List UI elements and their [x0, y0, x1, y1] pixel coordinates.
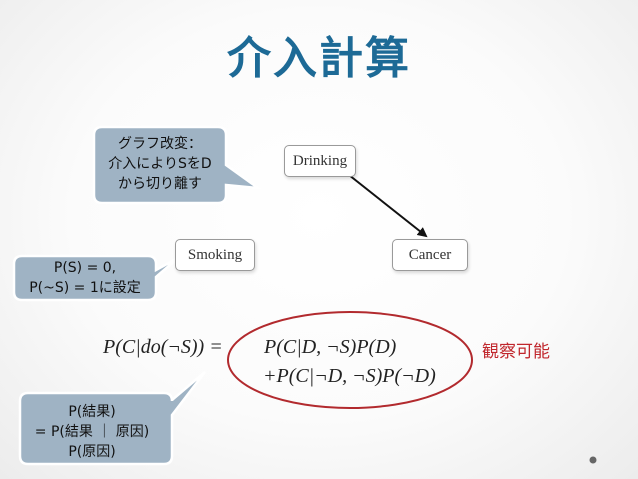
callout-bubble-probability	[12, 254, 179, 302]
callout-probability-text: P(S) = 0, P(~S) = 1に設定	[29, 260, 141, 296]
slide-title: 介入計算	[227, 33, 411, 84]
node-smoking: Smoking	[175, 239, 255, 271]
formula-term2: +P(C|¬D, ¬S)P(¬D)	[263, 365, 436, 387]
page-indicator-dot	[589, 456, 597, 464]
node-drinking: Drinking	[284, 145, 356, 177]
callout-bubble-graph	[92, 125, 263, 205]
highlight-ellipse	[227, 311, 473, 409]
callout-formula-text: P(結果) = P(結果 ｜ 原因) P(原因)	[34, 404, 150, 460]
observable-label: 観察可能	[482, 342, 550, 362]
formula-lhs: P(C|do(¬S)) =	[103, 336, 223, 358]
formula-term1: P(C|D, ¬S)P(D)	[264, 336, 397, 358]
edge-drinking-cancer	[348, 174, 428, 238]
node-cancer: Cancer	[392, 239, 468, 271]
callout-graph-text: グラフ改変： 介入によりSをD から切り離す	[108, 136, 212, 192]
callout-bubble-formula	[18, 371, 206, 466]
